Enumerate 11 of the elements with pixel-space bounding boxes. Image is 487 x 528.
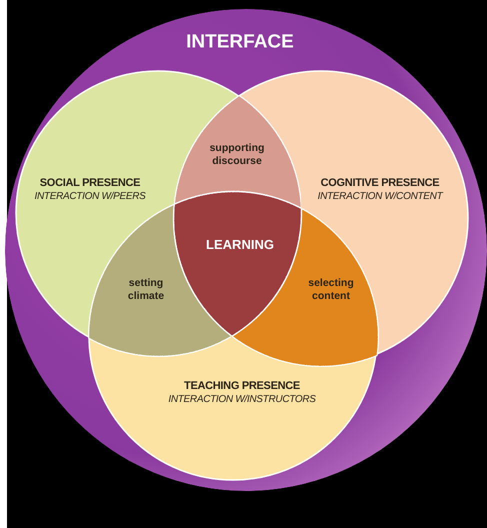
circle-subtitle: INTERACTION W/CONTENT (318, 190, 442, 204)
circle-heading: INTERFACE (186, 32, 294, 54)
region-label: selecting content (308, 276, 354, 304)
circle-heading: TEACHING PRESENCE (184, 380, 300, 394)
circle-subtitle: INTERACTION W/INSTRUCTORS (168, 393, 316, 406)
region-label: supporting discourse (210, 142, 264, 168)
circle-heading: COGNITIVE PRESENCE (320, 176, 440, 190)
circle-heading: SOCIAL PRESENCE (40, 176, 140, 190)
circle-subtitle: INTERACTION W/PEERS (34, 190, 146, 204)
region-label: setting climate (128, 276, 164, 304)
learning-label: LEARNING (206, 237, 274, 253)
